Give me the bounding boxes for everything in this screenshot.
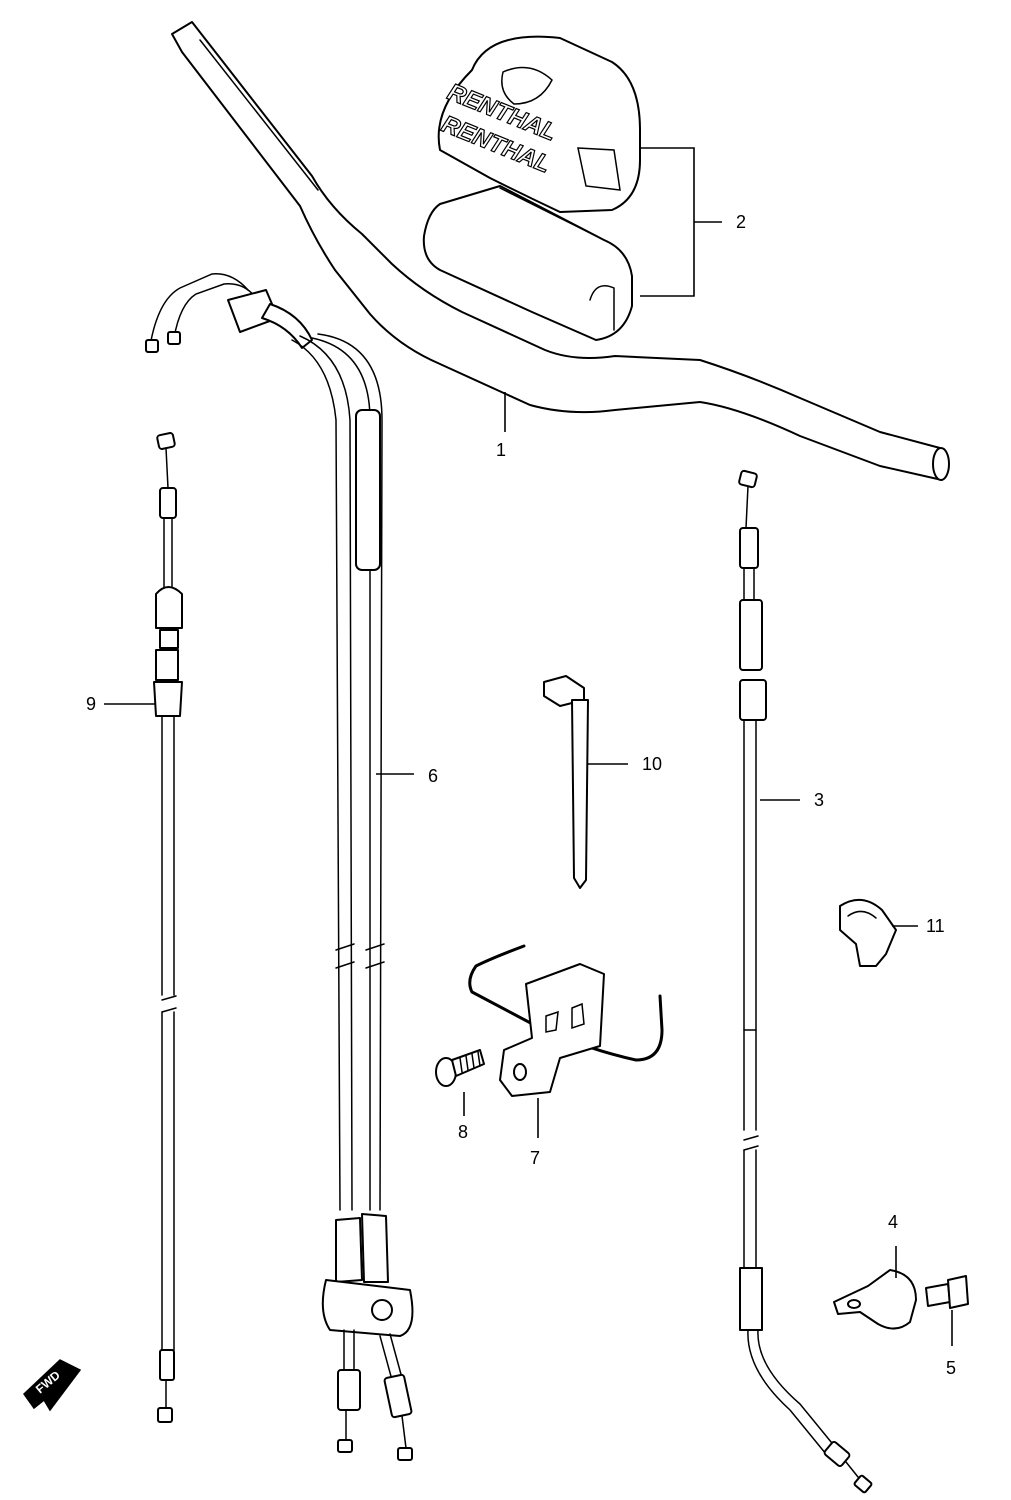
callout-9: 9 [86, 694, 96, 714]
throttle-cable-assembly[interactable] [145, 273, 414, 1461]
callout-6: 6 [428, 766, 438, 786]
bolt-5[interactable] [925, 1275, 969, 1309]
callout-10: 10 [642, 754, 662, 774]
clamp-4[interactable] [833, 1269, 917, 1330]
callout-7: 7 [530, 1148, 540, 1168]
clutch-cable[interactable] [738, 469, 873, 1494]
callout-2: 2 [736, 212, 746, 232]
fwd-arrow-icon: FWD [23, 1359, 82, 1412]
callout-1: 1 [496, 440, 506, 460]
hot-start-cable[interactable] [153, 432, 183, 1423]
callout-4: 4 [888, 1212, 898, 1232]
callout-11: 11 [926, 916, 945, 936]
callout-3: 3 [814, 790, 824, 810]
cable-tie[interactable] [543, 675, 589, 889]
cable-guide-bracket[interactable] [468, 944, 664, 1097]
bolt-8[interactable] [435, 1049, 485, 1087]
callout-5: 5 [946, 1358, 956, 1378]
cable-clamp[interactable] [839, 899, 897, 967]
handlebar[interactable] [171, 21, 950, 481]
callout-8: 8 [458, 1122, 468, 1142]
bar-pad-set[interactable]: RENTHAL RENTHAL [422, 35, 641, 341]
leader-lines [104, 147, 953, 1346]
